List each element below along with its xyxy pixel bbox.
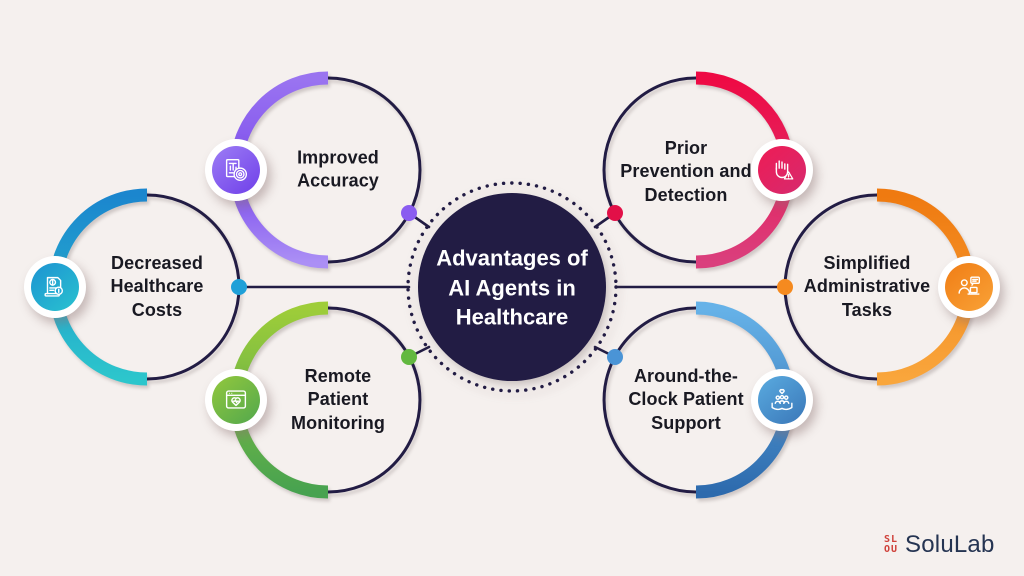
center-title-line: Healthcare [455,304,569,330]
improved-accuracy-badge [205,139,267,201]
label-line: Patient [307,389,369,410]
label-line: Prevention and [620,161,752,182]
label-line: Detection [644,184,728,205]
dotted-ring [406,181,618,393]
simplified-admin-badge [938,256,1000,318]
blue-dot [607,349,623,365]
label-line: Around-the- [633,365,739,386]
center-title-line: AI Agents in [448,275,576,301]
node-label-prior-prevention: Prior Prevention and Detection [620,137,751,207]
center-title: Advantages of AI Agents in Healthcare [436,243,588,332]
label-line: Accuracy [297,171,379,191]
purple-dot [401,205,417,221]
orange-dot [777,279,793,295]
bar-chart-document-icon [225,158,248,182]
solulab-logo: SL OU SoluLab [884,531,995,559]
node-label-decreased-costs: Decreased Healthcare Costs [110,252,203,322]
label-line: Administrative [803,276,931,297]
label-line: Improved [297,147,379,168]
prior-prevention-badge [751,139,813,201]
label-line: Decreased [111,252,203,273]
logo-mark-top: SL [884,534,899,545]
around-clock-badge [751,369,813,431]
admin-desk-chat-icon [958,276,981,295]
decreased-costs-badge [24,256,86,318]
patient-monitor-heart-icon [225,390,247,409]
caring-hands-people-icon [771,389,793,411]
label-line: Monitoring [291,412,385,433]
center-circle [406,181,618,393]
solulab-wordmark: SoluLab [905,531,995,558]
node-label-improved-accuracy: Improved Accuracy [297,147,379,194]
node-label-remote-monitoring: Remote Patient Monitoring [291,365,385,435]
label-line: Remote [304,365,372,386]
label-line: Costs [131,299,183,320]
node-label-simplified-admin: Simplified Administrative Tasks [804,252,930,322]
logo-mark-bottom: OU [884,544,899,555]
cyan-dot [231,279,247,295]
label-line: Prior [664,137,708,158]
red-dot [607,205,623,221]
green-dot [401,349,417,365]
label-line: Support [651,412,721,433]
medical-bill-dollar-icon [44,276,64,297]
connector-dots [231,205,793,365]
node-label-around-clock: Around-the- Clock Patient Support [628,365,743,435]
remote-monitoring-badge [205,369,267,431]
label-line: Healthcare [110,276,204,297]
label-line: Simplified [823,252,911,273]
label-line: Tasks [841,299,893,320]
solulab-logo-mark-icon: SL OU [884,535,898,555]
label-line: Clock Patient [628,389,744,410]
stop-hand-warning-icon [775,160,794,180]
center-title-line: Advantages of [436,245,588,271]
